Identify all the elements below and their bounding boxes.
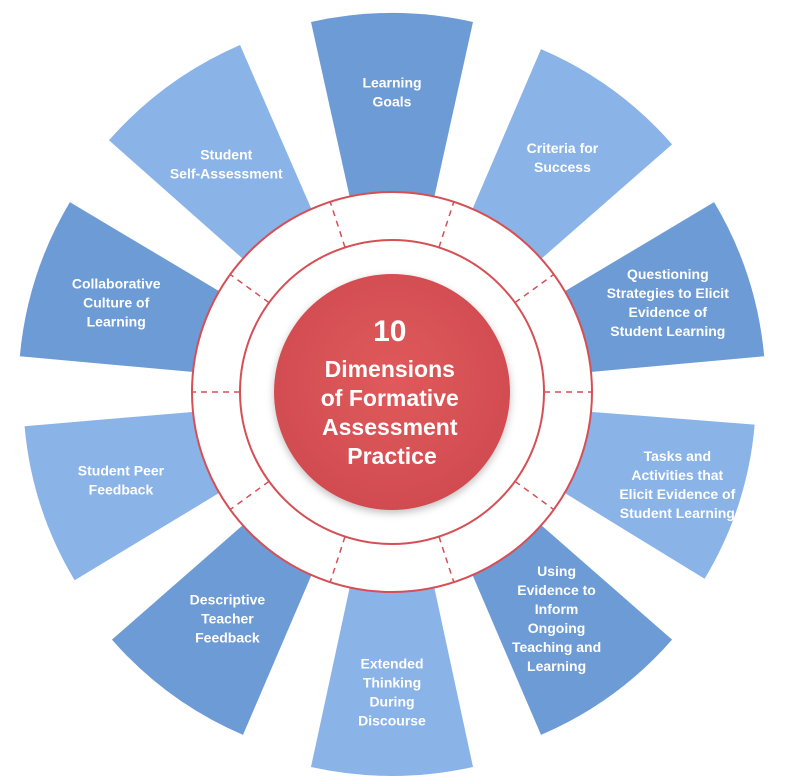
segment-label-line: Evidence to xyxy=(517,582,596,598)
segment-descriptive-teacher-feedback xyxy=(111,514,318,735)
segment-label-line: Criteria for xyxy=(527,140,599,156)
dashed-spoke xyxy=(229,480,270,511)
segment-label-line: Learning xyxy=(87,313,146,329)
segment-label-line: Learning xyxy=(527,658,586,674)
segment-label-line: Elicit Evidence of xyxy=(619,486,735,502)
segment-label-line: Self-Assessment xyxy=(170,165,283,181)
segment-label-line: Success xyxy=(534,159,591,175)
dashed-spoke xyxy=(329,201,346,248)
center-title-line: Dimensions xyxy=(325,356,455,382)
segment-label-line: Student Learning xyxy=(610,323,725,339)
segment-label-line: Thinking xyxy=(363,675,421,691)
segment-label-line: Culture of xyxy=(83,294,149,310)
segment-label-line: Teacher xyxy=(201,611,254,627)
segment-criteria-for-success xyxy=(466,49,673,270)
segment-student-peer-feedback xyxy=(24,410,233,581)
dashed-spoke xyxy=(229,273,270,304)
dashed-spokes xyxy=(192,201,592,583)
center-title-line: of Formative xyxy=(321,385,459,411)
segment-tasks-and-activities xyxy=(551,410,755,579)
dashed-spoke xyxy=(329,536,346,583)
dashed-spoke xyxy=(514,480,555,511)
dashed-spoke xyxy=(438,201,455,248)
segment-learning-goals xyxy=(311,13,473,213)
segment-label-line: Learning xyxy=(362,75,421,91)
segment-label-line: Descriptive xyxy=(190,592,266,608)
hub: 10 Dimensions of Formative Assessment Pr… xyxy=(191,191,593,593)
dashed-spoke xyxy=(514,273,555,304)
center-circle xyxy=(274,274,510,510)
segment-label-line: Student xyxy=(200,146,252,162)
segment-extended-thinking xyxy=(311,572,473,776)
segment-label-line: Using xyxy=(537,563,576,579)
segment-label-line: Inform xyxy=(535,601,579,617)
segment-label-line: Feedback xyxy=(195,630,260,646)
segment-label-line: Collaborative xyxy=(72,275,161,291)
segment-collaborative-culture xyxy=(19,202,233,374)
segment-using-evidence xyxy=(466,514,673,735)
segment-label-line: Student Peer xyxy=(78,463,165,479)
segment-label-line: Tasks and xyxy=(644,448,711,464)
center-title-line: Practice xyxy=(347,443,437,469)
segment-label-line: Goals xyxy=(373,94,412,110)
center-title-line: 10 xyxy=(373,315,406,348)
segment-label-line: Extended xyxy=(360,656,423,672)
segment-student-self-assessment xyxy=(108,45,318,270)
segment-label-line: Ongoing xyxy=(528,620,586,636)
center-title: 10 Dimensions of Formative Assessment Pr… xyxy=(321,315,463,469)
segment-label-line: Activities that xyxy=(631,467,723,483)
segment-label-line: Strategies to Elicit xyxy=(607,285,729,301)
segment-label-line: Evidence of xyxy=(629,304,708,320)
segment-questioning-strategies xyxy=(551,202,765,374)
segment-label-line: Student Learning xyxy=(620,505,735,521)
segment-label-line: Feedback xyxy=(89,482,154,498)
center-title-line: Assessment xyxy=(322,414,458,440)
segment-label-line: Teaching and xyxy=(512,639,601,655)
segment-label-line: During xyxy=(369,694,414,710)
dashed-spoke xyxy=(438,536,455,583)
segment-label-line: Questioning xyxy=(627,266,709,282)
segment-label-line: Discourse xyxy=(358,713,426,729)
